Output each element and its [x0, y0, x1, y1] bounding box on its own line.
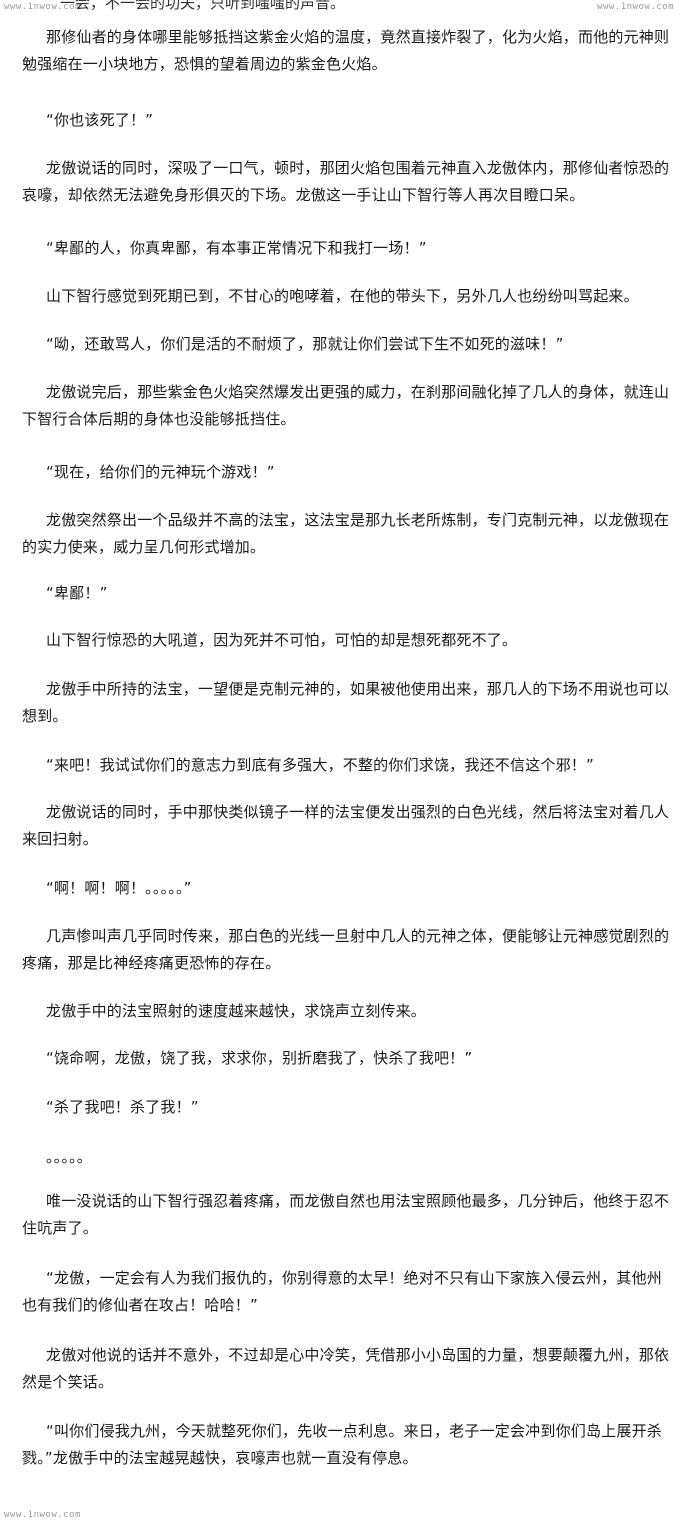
partial-line-top: 一会，不一会的功夫，只听到嗤嗤的声音。 [60, 0, 346, 12]
paragraph: 。。。。。 [46, 1148, 93, 1166]
paragraph: 龙傲手中的法宝照射的速度越来越快，求饶声立刻传来。 [46, 1002, 427, 1020]
paragraph: “叫你们侵我九州，今天就整死你们，先收一点利息。来日，老子一定会冲到你们岛上展开… [22, 1422, 662, 1467]
paragraph: “现在，给你们的元神玩个游戏！” [46, 463, 275, 481]
paragraph: “啊！啊！啊！。。。。。” [46, 879, 192, 897]
paragraph: 龙傲对他说的话并不意外，不过却是心中冷笑，凭借那小小岛国的力量，想要颠覆九州，那… [22, 1346, 670, 1391]
paragraph: “卑鄙！” [46, 584, 108, 602]
watermark-bottom-left: www.1nwow.com [4, 1510, 81, 1520]
paragraph: 几声惨叫声几乎同时传来，那白色的光线一旦射中几人的元神之体，便能够让元神感觉剧烈… [22, 927, 670, 972]
paragraph: “龙傲，一定会有人为我们报仇的，你别得意的太早！绝对不只有山下家族入侵云州，其他… [22, 1269, 662, 1314]
paragraph: “卑鄙的人，你真卑鄙，有本事正常情况下和我打一场！” [46, 239, 427, 257]
paragraph: 龙傲手中所持的法宝，一望便是克制元神的，如果被他使用出来，那几人的下场不用说也可… [22, 680, 670, 725]
paragraph: 山下智行感觉到死期已到，不甘心的咆哮着，在他的带头下，另外几人也纷纷叫骂起来。 [46, 287, 639, 305]
paragraph: 龙傲说话的同时，手中那快类似镜子一样的法宝便发出强烈的白色光线，然后将法宝对着几… [22, 803, 670, 848]
paragraph: 山下智行惊恐的大吼道，因为死并不可怕，可怕的却是想死都死不了。 [46, 631, 518, 649]
paragraph: “杀了我吧！杀了我！” [46, 1098, 199, 1116]
watermark-top-right: www.1nwow.com [597, 2, 674, 12]
paragraph: “你也该死了！” [46, 111, 154, 129]
paragraph: “饶命啊，龙傲，饶了我，求求你，别折磨我了，快杀了我吧！” [46, 1049, 473, 1067]
paragraph: 唯一没说话的山下智行强忍着疼痛，而龙傲自然也用法宝照顾他最多，几分钟后，他终于忍… [22, 1192, 670, 1237]
paragraph: 龙傲说完后，那些紫金色火焰突然爆发出更强的威力，在刹那间融化掉了几人的身体，就连… [22, 383, 670, 428]
paragraph: 龙傲说话的同时，深吸了一口气，顿时，那团火焰包围着元神直入龙傲体内，那修仙者惊恐… [22, 159, 670, 204]
paragraph: “来吧！我试试你们的意志力到底有多强大，不整的你们求饶，我还不信这个邪！” [46, 756, 594, 774]
watermark-top-left: www.1nwow.com [4, 2, 81, 12]
paragraph: 龙傲突然祭出一个品级并不高的法宝，这法宝是那九长老所炼制，专门克制元神，以龙傲现… [22, 511, 670, 556]
paragraph: “呦，还敢骂人，你们是活的不耐烦了，那就让你们尝试下生不如死的滋味！” [46, 335, 564, 353]
paragraph: 那修仙者的身体哪里能够抵挡这紫金火焰的温度，竟然直接炸裂了，化为火焰，而他的元神… [22, 28, 670, 73]
